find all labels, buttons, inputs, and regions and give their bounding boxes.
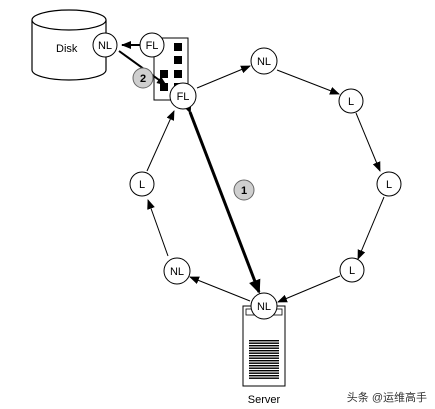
server-stripe bbox=[249, 367, 279, 369]
watermark-text: 头条 @运维高手 bbox=[347, 390, 427, 404]
server-stripe bbox=[249, 377, 279, 379]
node-l-right-2: L bbox=[376, 171, 402, 197]
disk-icon bbox=[31, 9, 107, 81]
server-stripe bbox=[249, 350, 279, 352]
edge-l-left-to-fl bbox=[146, 110, 175, 172]
server-stripe bbox=[249, 357, 279, 359]
node-fl-top-label: FL bbox=[146, 40, 159, 52]
server-stripe bbox=[249, 370, 279, 372]
edge-l-right-3-to-nl-server bbox=[277, 275, 341, 303]
node-fl-main: FL bbox=[169, 82, 197, 110]
step-marker-2-label: 2 bbox=[140, 73, 146, 85]
node-fl-top: FL bbox=[139, 32, 165, 58]
server-stripe bbox=[249, 347, 279, 349]
node-nl-disk: NL bbox=[92, 32, 118, 58]
node-l-right-1-label: L bbox=[348, 96, 354, 108]
node-nl-top-right: NL bbox=[250, 47, 278, 75]
node-nl-left-label: NL bbox=[170, 266, 184, 278]
server-stripe bbox=[249, 372, 279, 374]
edge-fl-server-bidirectional bbox=[180, 98, 261, 294]
server-stripe bbox=[249, 352, 279, 354]
step-marker-1: 1 bbox=[233, 179, 255, 201]
edge-fl-to-nl-top bbox=[196, 65, 251, 89]
node-l-left-label: L bbox=[139, 179, 145, 191]
node-fl-main-label: FL bbox=[177, 91, 190, 103]
server-stripe bbox=[249, 365, 279, 367]
server-stripe bbox=[249, 342, 279, 344]
edge-l-right-2-to-l-right-3 bbox=[357, 196, 385, 260]
node-l-right-3: L bbox=[339, 257, 365, 283]
node-nl-server: NL bbox=[250, 292, 278, 320]
step-marker-1-label: 1 bbox=[241, 185, 247, 197]
node-nl-top-right-label: NL bbox=[257, 56, 271, 68]
node-l-right-3-label: L bbox=[349, 265, 355, 277]
step-marker-2: 2 bbox=[132, 67, 154, 89]
edge-nl-top-to-l-right-1 bbox=[276, 69, 340, 95]
disk-label: Disk bbox=[56, 43, 78, 55]
edge-nl-server-to-nl-left bbox=[189, 276, 251, 302]
server-stripe bbox=[249, 360, 279, 362]
edge-l-right-1-to-l-right-2 bbox=[355, 112, 381, 172]
server-stripe bbox=[249, 375, 279, 377]
node-l-right-1: L bbox=[338, 88, 364, 114]
server-stripe bbox=[249, 340, 279, 342]
server-stripe bbox=[249, 355, 279, 357]
edge-nl-left-to-l-left bbox=[147, 199, 169, 257]
node-nl-server-label: NL bbox=[257, 301, 271, 313]
node-nl-disk-label: NL bbox=[98, 40, 112, 52]
node-l-left: L bbox=[129, 171, 155, 197]
server-label: Server bbox=[248, 394, 281, 406]
node-nl-left: NL bbox=[163, 257, 191, 285]
node-l-right-2-label: L bbox=[386, 179, 392, 191]
server-stripe bbox=[249, 345, 279, 347]
server-stripe bbox=[249, 362, 279, 364]
